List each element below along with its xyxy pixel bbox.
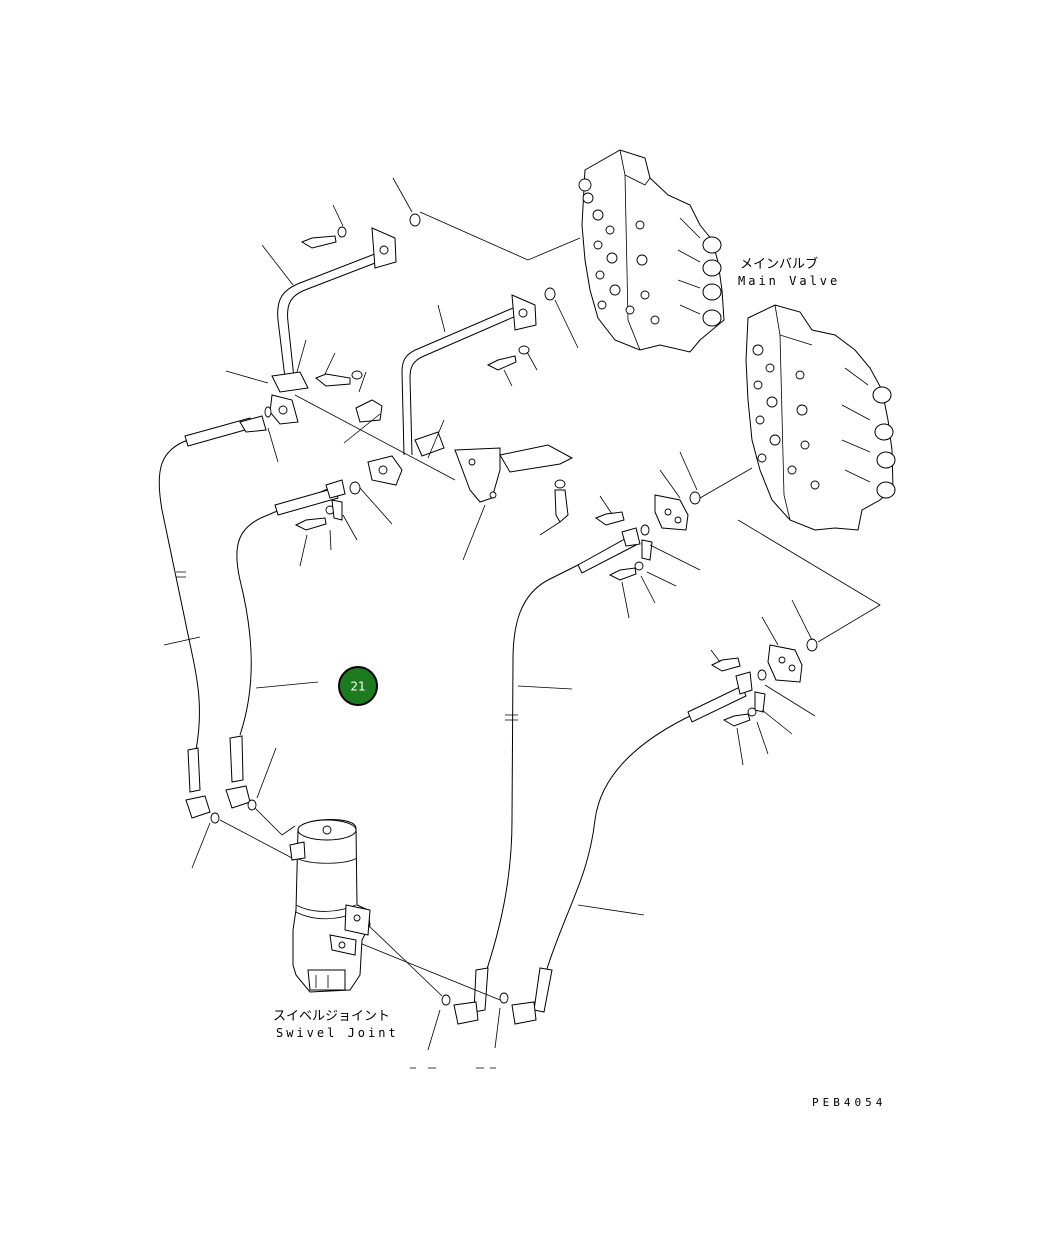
main-valve-lower [745, 304, 896, 531]
upper-rigid-pipes [269, 227, 537, 486]
drawing-code: PEB4054 [812, 1096, 886, 1109]
callout-badge-circle[interactable] [338, 666, 378, 706]
swivel-joint-part [289, 819, 371, 993]
bolts-upper [264, 213, 569, 523]
main-valve-upper [578, 149, 725, 353]
callout-badge-21[interactable]: 21 [338, 666, 378, 706]
main-valve-label-jp: メインバルブ [740, 256, 818, 272]
swivel-joint-label-jp: スイベルジョイント [273, 1009, 390, 1024]
hoses [158, 415, 753, 1025]
callout-badge-number: 21 [350, 680, 365, 694]
leader-lines [163, 177, 881, 1069]
swivel-joint-label-en: Swivel Joint [276, 1026, 399, 1040]
fittings-lower-valve [294, 481, 818, 727]
pipe-clamps [355, 399, 574, 503]
main-valve-label-en: Main Valve [738, 274, 840, 288]
